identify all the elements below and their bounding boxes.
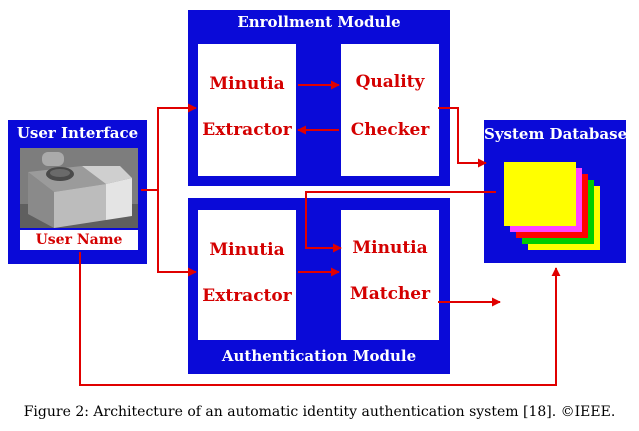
database-record-sheet	[504, 162, 576, 226]
arrow-database-to-matcher	[305, 191, 496, 253]
fingerprint-scanner-image	[20, 148, 138, 228]
minutia-matcher-line1: Minutia	[352, 238, 428, 258]
user-interface-title: User Interface	[16, 124, 139, 142]
enrollment-extractor-line1: Minutia	[209, 74, 285, 94]
enrollment-extractor-line2: Extractor	[202, 120, 292, 140]
authentication-module-title: Authentication Module	[221, 347, 417, 365]
minutia-matcher-line2: Matcher	[349, 284, 431, 304]
quality-checker-box: Quality Checker	[341, 44, 439, 176]
enrollment-module-panel: Enrollment Module Minutia Extractor Qual…	[188, 10, 450, 186]
quality-checker-line2: Checker	[350, 120, 430, 140]
authentication-extractor-line2: Extractor	[202, 286, 292, 306]
authentication-extractor-line1: Minutia	[209, 240, 285, 260]
quality-checker-line1: Quality	[355, 72, 425, 92]
user-name-label: User Name	[20, 230, 138, 250]
enrollment-minutia-extractor-box: Minutia Extractor	[198, 44, 296, 176]
authentication-module-panel: Minutia Extractor Minutia Matcher Authen…	[188, 198, 450, 374]
minutia-matcher-box: Minutia Matcher	[341, 210, 439, 340]
arrow-username-to-database	[79, 252, 561, 386]
arrow-ui-to-authentication	[141, 189, 197, 277]
arrow-ui-to-enrollment	[141, 103, 197, 191]
authentication-minutia-extractor-box: Minutia Extractor	[198, 210, 296, 340]
system-database-title: System Database	[484, 125, 628, 143]
enrollment-module-title: Enrollment Module	[237, 13, 401, 31]
database-records-stack	[504, 162, 600, 250]
figure-caption: Figure 2: Architecture of an automatic i…	[23, 404, 616, 420]
arrow-checker-to-database	[438, 107, 487, 168]
